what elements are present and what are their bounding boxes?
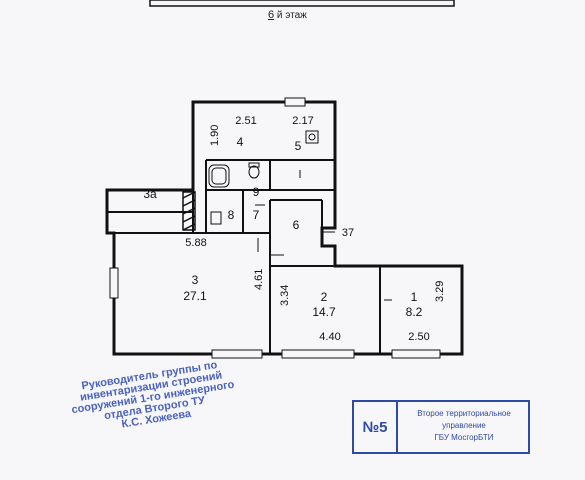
room-number-6: 6 <box>293 218 300 232</box>
dimension-1-90: 1.90 <box>209 125 221 146</box>
dimension-3-34: 3.34 <box>279 285 291 306</box>
stamp-line-2: управление <box>442 421 486 430</box>
doors <box>255 170 392 301</box>
toilet-icon <box>248 162 260 179</box>
room-number-3a: 3а <box>143 187 157 201</box>
room-area-2: 14.7 <box>312 305 336 319</box>
room-number-3: 3 <box>192 273 199 287</box>
dimension-3-29: 3.29 <box>434 281 446 302</box>
stamp-line-3: ГБУ МосгорБТИ <box>434 433 494 442</box>
vent-shaft-icon <box>182 191 196 231</box>
room-number-8: 8 <box>228 208 235 222</box>
bti-stamp: №5 Второе территориальное управление ГБУ… <box>352 400 530 454</box>
room-number-1: 1 <box>411 290 418 304</box>
room-number-5: 5 <box>295 139 302 153</box>
stamp-text: Второе территориальное управление ГБУ Мо… <box>400 408 528 444</box>
room-area-1: 8.2 <box>406 305 423 319</box>
room-labels: 1 8.2 2 14.7 3 27.1 3а 4 5 6 7 8 9 <box>143 135 422 319</box>
sink-icon <box>210 211 222 225</box>
dimension-2-17: 2.17 <box>292 115 313 127</box>
top-frame <box>149 0 455 7</box>
floor-suffix: й этаж <box>274 10 307 21</box>
room-number-9: 9 <box>253 185 260 199</box>
room-number-2: 2 <box>321 290 328 304</box>
dimension-2-51: 2.51 <box>235 115 256 127</box>
dimension-4-40: 4.40 <box>319 331 340 343</box>
inner-walls <box>107 159 381 354</box>
outer-walls <box>105 100 464 356</box>
stove-icon <box>305 130 319 144</box>
room-number-4: 4 <box>237 135 244 149</box>
dimension-5-88: 5.88 <box>185 237 206 249</box>
stamp-line-1: Второе территориальное <box>417 409 511 418</box>
floor-label: 6 й этаж <box>268 9 307 21</box>
floor-number: 6 <box>268 9 275 21</box>
stamp-number: №5 <box>354 402 398 452</box>
room-number-7: 7 <box>253 208 260 222</box>
room-area-3: 27.1 <box>183 289 207 303</box>
dimension-labels: 1.90 2.51 2.17 5.88 4.61 3.34 3.29 4.40 … <box>185 115 446 343</box>
dimension-4-61: 4.61 <box>253 269 265 290</box>
bathtub-icon <box>208 164 230 188</box>
dimension-37: 37 <box>342 227 354 239</box>
dimension-2-50: 2.50 <box>408 331 429 343</box>
windows <box>109 97 441 359</box>
